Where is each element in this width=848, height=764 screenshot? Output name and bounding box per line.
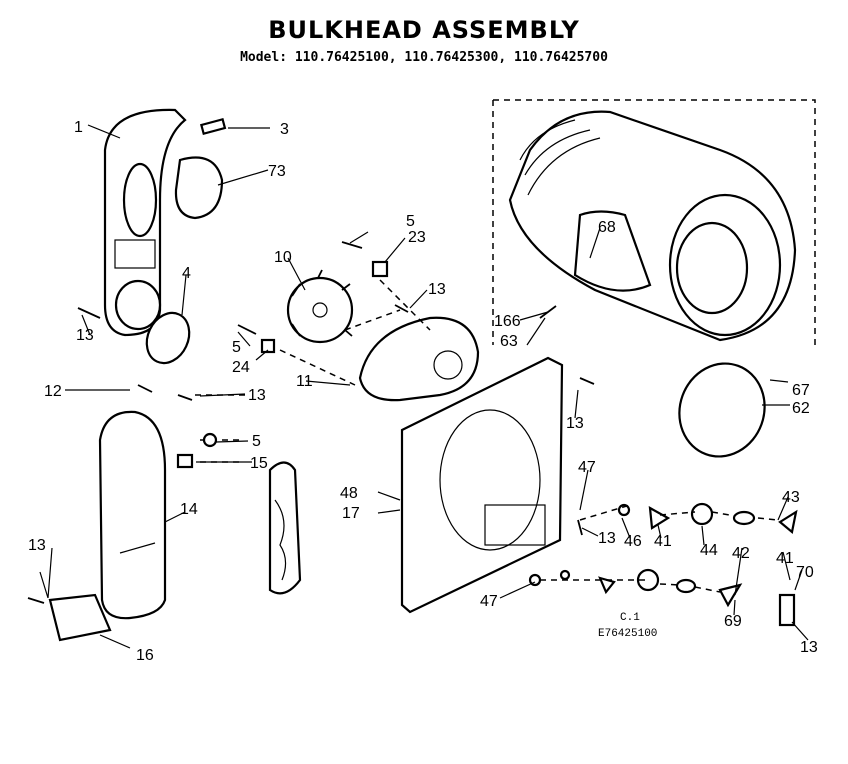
screw-13b [177, 394, 193, 401]
callout-1: 1 [74, 119, 83, 136]
diagram-title: BULKHEAD ASSEMBLY [268, 16, 580, 44]
part-front-panel [103, 108, 187, 337]
callout-48: 48 [340, 485, 358, 502]
callout-70: 70 [796, 564, 814, 581]
part-5c [202, 432, 218, 448]
part-bracket-16 [48, 593, 112, 642]
callout-12: 12 [44, 383, 62, 400]
drawing-code-1: C.1 [620, 612, 640, 624]
part-23 [371, 260, 389, 278]
part-belt-67 [678, 362, 766, 458]
explode-line-b [195, 394, 245, 463]
part-15 [176, 453, 194, 469]
callout-41a: 41 [654, 533, 672, 550]
callout-16: 16 [136, 647, 154, 664]
callout-3: 3 [280, 121, 289, 138]
part-blower-housing-11 [358, 304, 480, 402]
callout-11: 11 [296, 373, 313, 390]
callout-14: 14 [180, 501, 198, 518]
explode-line-c [540, 504, 779, 593]
small-parts-cluster [528, 377, 798, 627]
part-ring-4 [145, 311, 191, 365]
screw-13g [27, 597, 45, 604]
callout-43: 43 [782, 489, 800, 506]
callout-63: 63 [500, 333, 518, 350]
part-rear-bulkhead-48 [400, 356, 564, 614]
callout-13g: 13 [28, 537, 46, 554]
callout-41b: 41 [776, 550, 794, 567]
part-clip-3 [199, 117, 227, 136]
callout-13d: 13 [566, 415, 584, 432]
callout-5b: 5 [232, 339, 241, 356]
callout-44: 44 [700, 542, 718, 559]
part-24 [260, 338, 276, 354]
callout-13a: 13 [76, 327, 94, 344]
callout-68: 68 [598, 219, 616, 236]
callout-24: 24 [232, 359, 250, 376]
callout-15: 15 [250, 455, 268, 472]
leader-lines [39, 124, 809, 649]
model-numbers: Model: 110.76425100, 110.76425300, 110.7… [240, 50, 608, 65]
callout-23: 23 [408, 229, 426, 246]
explode-line-a [279, 279, 431, 386]
part-gasket-73 [174, 156, 224, 220]
drum-outline-box [492, 99, 816, 345]
drawing-code-2: E76425100 [598, 628, 657, 640]
part-drum-166 [508, 110, 797, 342]
callout-42: 42 [732, 545, 750, 562]
callout-47b: 47 [480, 593, 498, 610]
callout-13e: 13 [598, 530, 616, 547]
callout-166: 166 [494, 313, 521, 330]
callout-13c: 13 [428, 281, 446, 298]
screw-13a [77, 307, 101, 319]
callout-5c: 5 [252, 433, 261, 450]
part-impeller-10 [286, 269, 354, 344]
screw-5a [341, 241, 363, 249]
callout-10: 10 [274, 249, 292, 266]
part-harness [268, 461, 302, 595]
part-rear-panel-14 [98, 410, 167, 620]
callout-67: 67 [792, 382, 810, 399]
callout-73: 73 [268, 163, 286, 180]
screw-5b [237, 324, 257, 335]
callout-4: 4 [182, 265, 191, 282]
callout-13b: 13 [248, 387, 266, 404]
callout-69: 69 [724, 613, 742, 630]
callout-17: 17 [342, 505, 360, 522]
callout-13f: 13 [800, 639, 818, 656]
callout-46: 46 [624, 533, 642, 550]
screw-12 [137, 384, 153, 393]
callout-47a: 47 [578, 459, 596, 476]
callout-5a: 5 [406, 213, 415, 230]
callout-62: 62 [792, 400, 810, 417]
